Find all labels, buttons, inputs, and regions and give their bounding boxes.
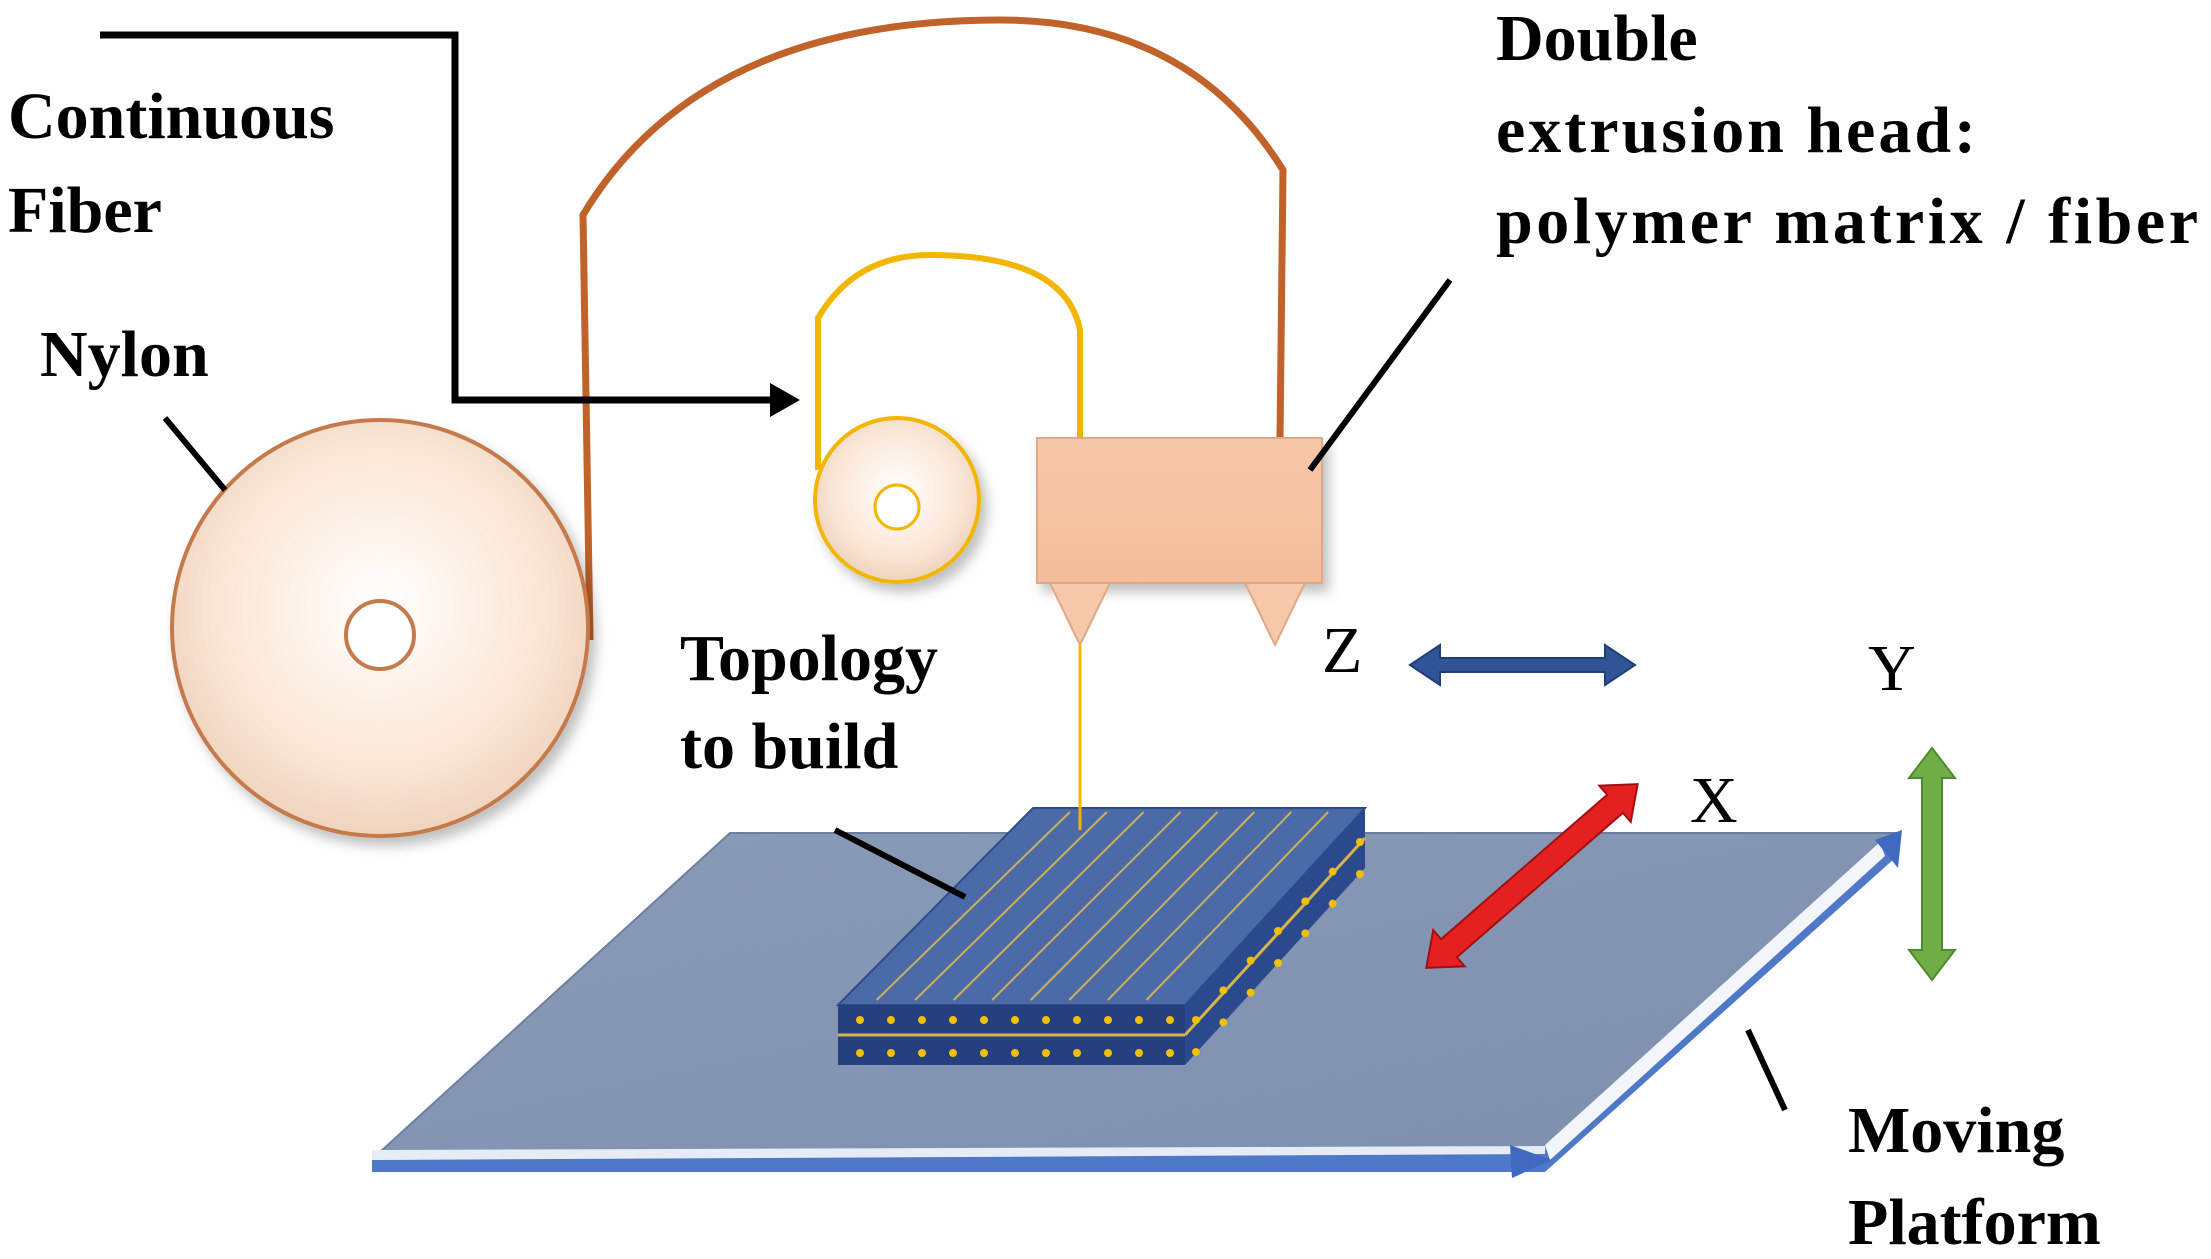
platform-corner-arrowhead-front — [1510, 1145, 1552, 1178]
nylon-spool — [170, 418, 590, 838]
fiber-dot — [887, 1016, 895, 1024]
extrusion-head-leader-line — [1307, 278, 1453, 472]
continuous-fiber-arrow — [100, 31, 800, 417]
label-line: Continuous — [8, 80, 335, 153]
fiber-dot — [1219, 986, 1228, 995]
y-axis-arrow — [1906, 746, 1958, 982]
fiber-dot — [1011, 1016, 1019, 1024]
label-line: extrusion head: — [1496, 94, 1976, 167]
double-arrow-icon — [1408, 643, 1637, 687]
platform-corner-arrowhead — [1875, 830, 1902, 868]
fiber-dot — [1274, 959, 1282, 967]
fiber-dot — [949, 1016, 957, 1024]
head-body — [1036, 437, 1323, 584]
nylon-leader-line — [162, 416, 228, 492]
fiber-dot — [1104, 1049, 1112, 1057]
fiber-strand — [1145, 811, 1329, 1001]
fiber-strand — [952, 811, 1145, 1001]
x-axis-arrow — [1425, 783, 1639, 969]
fiber-dots — [856, 838, 1364, 1057]
nozzle-icon — [1048, 582, 1112, 648]
fiber-dot — [1166, 1049, 1174, 1057]
fiber-dot — [1328, 867, 1337, 876]
label-line: Moving — [1848, 1094, 2064, 1167]
label-line: polymer matrix / fiber — [1496, 185, 2198, 258]
fiber-dot — [1104, 1016, 1112, 1024]
nozzle-icon — [1243, 582, 1307, 648]
platform-right-edge-white — [1545, 842, 1885, 1160]
fiber-dot — [1042, 1049, 1050, 1057]
label-line: Double — [1496, 2, 1698, 75]
fiber-filament — [815, 251, 1083, 470]
fiber-dot — [1356, 870, 1364, 878]
fiber-dot — [918, 1016, 926, 1024]
z-axis-label: Z — [1322, 614, 1362, 687]
extrusion-head-label: Double extrusion head: polymer matrix / … — [1496, 2, 2198, 258]
fiber-dot — [1135, 1016, 1143, 1024]
fiber-dot — [918, 1049, 926, 1057]
platform-leader-line — [1745, 1028, 1788, 1112]
fiber-dot — [1011, 1049, 1019, 1057]
fiber-spool — [813, 416, 981, 584]
arrowhead-icon — [770, 383, 800, 417]
fiber-dot — [1328, 899, 1337, 908]
label-line: Platform — [1848, 1186, 2101, 1259]
topology-label: Topology to build — [680, 622, 938, 783]
fiber-dot — [980, 1049, 988, 1057]
label-line: Topology — [680, 622, 938, 695]
fiber-strand — [991, 811, 1182, 1001]
fiber-dot — [1301, 897, 1310, 906]
double-arrow-icon — [1425, 783, 1639, 969]
spool-hub — [873, 483, 921, 531]
fiber-dot — [887, 1049, 895, 1057]
fiber-dot — [1073, 1049, 1081, 1057]
fiber-strand — [1068, 811, 1256, 1001]
fiber-dot — [1192, 1016, 1200, 1024]
y-axis-label: Y — [1868, 632, 1916, 705]
fiber-dot — [1301, 929, 1310, 938]
fiber-dot — [949, 1049, 957, 1057]
nylon-filament — [579, 16, 1287, 641]
continuous-fiber-label: Continuous Fiber — [8, 80, 335, 247]
fiber-dot — [1135, 1049, 1143, 1057]
z-axis-arrow — [1408, 643, 1637, 687]
fiber-strand — [914, 811, 1108, 1001]
x-axis-label: X — [1690, 764, 1738, 837]
double-arrow-icon — [1906, 746, 1958, 982]
fiber-dot — [1073, 1016, 1081, 1024]
printed-part — [835, 807, 1368, 1065]
fiber-dot — [1219, 1018, 1228, 1027]
fiber-strand — [875, 811, 1071, 1001]
moving-platform-label: Moving Platform — [1848, 1094, 2101, 1259]
fiber-dot — [1192, 1048, 1200, 1056]
fiber-dot — [856, 1049, 864, 1057]
fiber-strand — [1030, 811, 1219, 1001]
spool-hub — [344, 599, 416, 671]
label-line: Fiber — [8, 174, 162, 247]
fiber-dot — [1246, 988, 1255, 997]
fiber-strand — [1107, 811, 1292, 1001]
fiber-lines — [875, 811, 1329, 1001]
fiber-dot — [1042, 1016, 1050, 1024]
label-line: to build — [680, 710, 898, 783]
fiber-dot — [1246, 956, 1255, 965]
fiber-dot — [1166, 1016, 1174, 1024]
fiber-dot — [1356, 838, 1364, 846]
topology-leader-line — [833, 827, 967, 900]
fiber-dot — [980, 1016, 988, 1024]
fiber-dot — [856, 1016, 864, 1024]
nylon-label: Nylon — [40, 318, 209, 391]
platform-front-edge-white — [372, 1146, 1545, 1160]
fiber-dot — [1274, 927, 1282, 935]
extrusion-head — [1036, 437, 1323, 648]
